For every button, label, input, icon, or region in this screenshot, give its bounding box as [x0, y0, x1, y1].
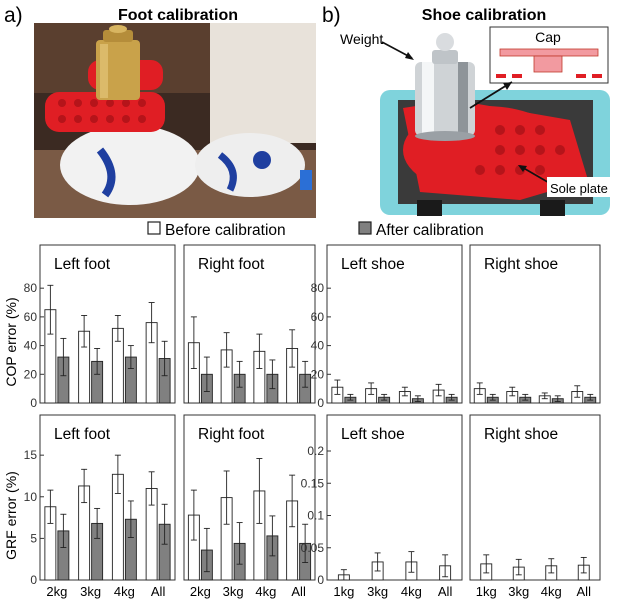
plot-frame	[469, 414, 601, 581]
chart-title: Left foot	[54, 256, 111, 273]
chart-title: Right foot	[198, 256, 265, 273]
x-tick-label: 4kg	[401, 584, 422, 599]
y-tick-label: 0	[317, 573, 324, 587]
legend-label-before: Before calibration	[165, 222, 286, 239]
x-tick-label: 3kg	[367, 584, 388, 599]
chart-8: Right shoe 1kg 3kg 4kg All	[469, 414, 601, 599]
chart-title: Left shoe	[341, 256, 405, 273]
y-tick-label: 0	[30, 396, 37, 410]
legend-swatch-before	[147, 221, 161, 235]
y-tick-label: 10	[24, 490, 38, 504]
photo-shoe-calibration	[325, 23, 625, 218]
y-tick-label: 80	[311, 281, 325, 295]
chart-7: Left shoe 0 0.05 0.1 0.15 0.2 1kg 3kg 4kg All	[301, 414, 463, 599]
y-tick-label: 0.2	[307, 444, 324, 458]
x-tick-label: All	[151, 584, 166, 599]
y-tick-label: 0.15	[301, 476, 325, 490]
annotation-weight: Weight	[340, 31, 383, 47]
chart-title: Left shoe	[341, 426, 405, 443]
y-tick-label: 20	[311, 367, 325, 381]
x-tick-label: 2kg	[46, 584, 67, 599]
x-tick-label: 1kg	[333, 584, 354, 599]
annotation-cap: Cap	[535, 29, 561, 45]
panel-b-letter: b)	[322, 4, 341, 27]
panel-a-letter: a)	[4, 4, 23, 27]
x-tick-label: 4kg	[541, 584, 562, 599]
x-tick-label: 3kg	[223, 584, 244, 599]
x-tick-label: 3kg	[80, 584, 101, 599]
legend-swatch-after	[358, 221, 372, 235]
chart-6: Right foot 2kg 3kg 4kg All	[183, 414, 316, 599]
legend: Before calibration After calibration	[147, 221, 484, 239]
x-tick-label: All	[438, 584, 453, 599]
plot-frame	[326, 244, 463, 404]
chart-3: Left shoe 0 20 40 60 80	[311, 244, 463, 410]
y-tick-label: 0	[30, 573, 37, 587]
chart-4: Right shoe	[469, 244, 601, 404]
panel-b-title: Shoe calibration	[422, 7, 546, 24]
y-tick-label: 80	[24, 281, 38, 295]
chart-title: Left foot	[54, 426, 111, 443]
chart-title: Right shoe	[484, 426, 558, 443]
y-tick-label: 60	[311, 310, 325, 324]
x-tick-label: All	[577, 584, 592, 599]
chart-title: Right foot	[198, 426, 265, 443]
annotation-sole-plate: Sole plate	[550, 181, 608, 196]
x-tick-label: 1kg	[476, 584, 497, 599]
x-tick-label: All	[291, 584, 306, 599]
y-tick-label: 5	[30, 531, 37, 545]
y-tick-label: 15	[24, 448, 38, 462]
panel-a-title: Foot calibration	[118, 7, 238, 24]
y-tick-label: 40	[311, 339, 325, 353]
y-tick-label: 0.1	[307, 509, 324, 523]
plot-frame	[469, 244, 601, 404]
x-tick-label: 2kg	[190, 584, 211, 599]
chart-2: Right foot	[183, 244, 316, 404]
y-tick-label: 0.05	[301, 541, 325, 555]
y-axis-label: GRF error (%)	[3, 471, 19, 560]
y-tick-label: 0	[317, 396, 324, 410]
y-axis-label: COP error (%)	[3, 297, 19, 386]
chart-title: Right shoe	[484, 256, 558, 273]
y-tick-label: 60	[24, 310, 38, 324]
photo-foot-calibration	[34, 23, 316, 218]
x-tick-label: 3kg	[508, 584, 529, 599]
x-tick-label: 4kg	[114, 584, 135, 599]
y-tick-label: 20	[24, 367, 38, 381]
legend-label-after: After calibration	[376, 222, 484, 239]
x-tick-label: 4kg	[255, 584, 276, 599]
y-tick-label: 40	[24, 339, 38, 353]
plot-frame	[326, 414, 463, 581]
